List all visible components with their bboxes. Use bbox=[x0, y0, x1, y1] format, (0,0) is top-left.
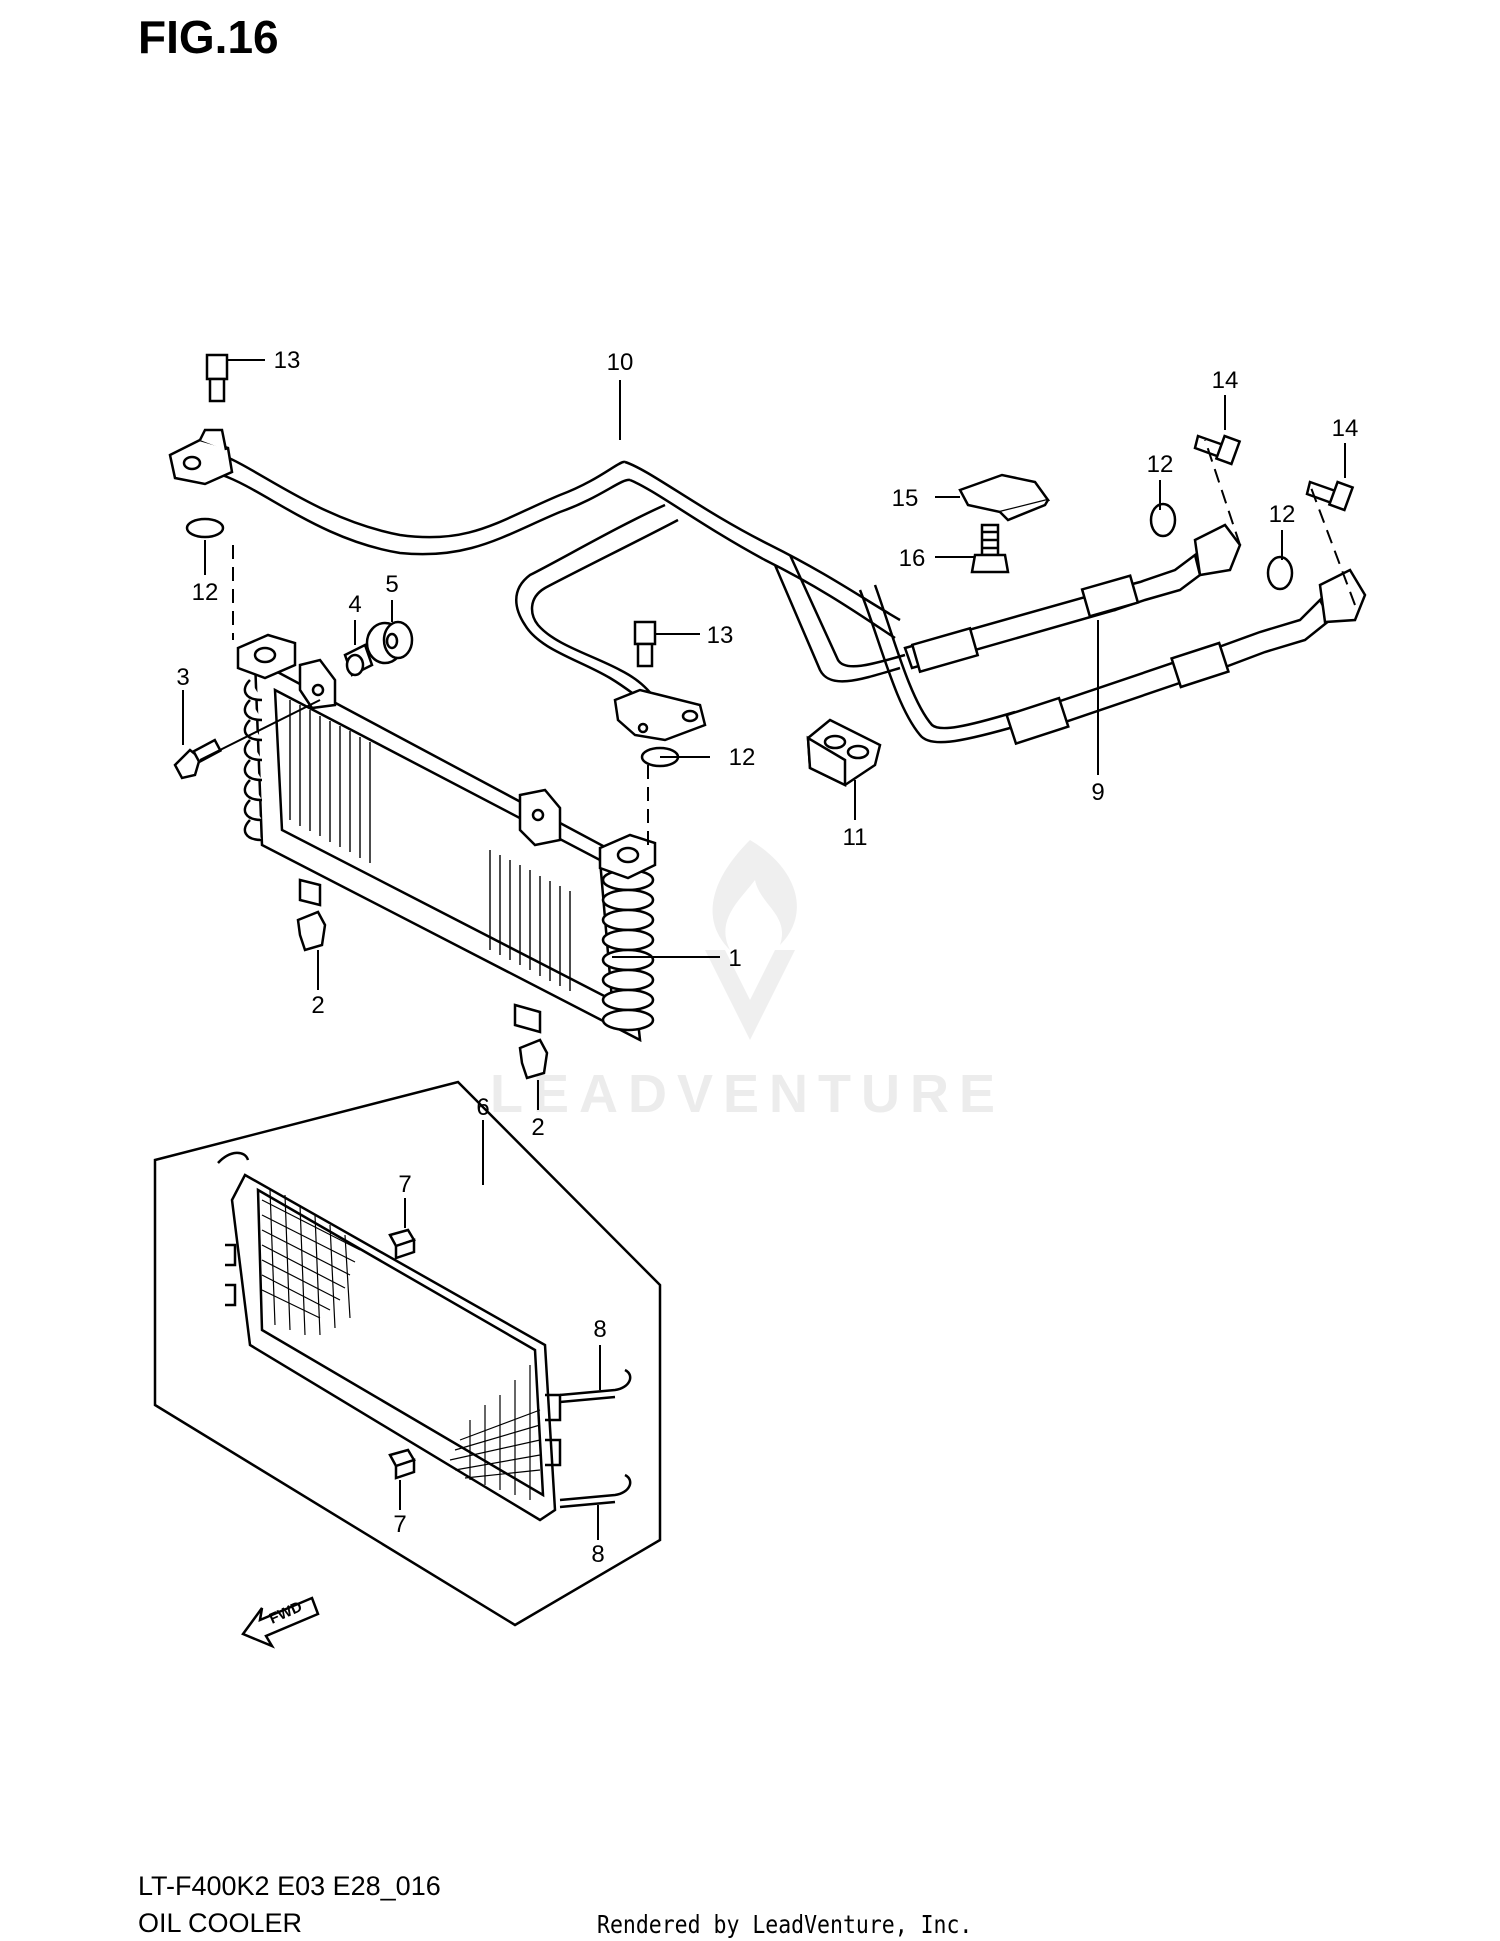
oil-cooler[interactable] bbox=[236, 633, 657, 1043]
oil-hose-assembly[interactable] bbox=[903, 523, 1367, 746]
callout-labels: 1 2 2 3 4 5 6 7 7 8 8 9 10 11 12 12 12 1… bbox=[176, 347, 1358, 1568]
guard-box-outline bbox=[153, 1080, 662, 1627]
pipe-fitting-right bbox=[613, 688, 707, 742]
spring-8-upper[interactable] bbox=[559, 1368, 632, 1404]
oil-pipe[interactable] bbox=[221, 453, 1016, 744]
callout-13a: 13 bbox=[274, 347, 301, 374]
fwd-arrow-icon: FWD bbox=[241, 1596, 320, 1649]
bolt-13-upper[interactable] bbox=[205, 353, 229, 403]
callout-2b: 2 bbox=[531, 1114, 544, 1141]
clip-2-right[interactable] bbox=[518, 1038, 549, 1080]
callout-6: 6 bbox=[476, 1094, 489, 1121]
figure-title: FIG.16 bbox=[138, 11, 279, 63]
rubber-mount[interactable] bbox=[806, 718, 882, 787]
hose-bracket[interactable] bbox=[958, 473, 1051, 522]
bolt-13-lower[interactable] bbox=[633, 620, 657, 668]
leader-lines bbox=[182, 359, 1356, 1540]
grommet-5[interactable] bbox=[365, 620, 414, 665]
callout-14a: 14 bbox=[1212, 367, 1239, 394]
callout-4: 4 bbox=[348, 591, 361, 618]
callout-5: 5 bbox=[385, 571, 398, 598]
callout-14b: 14 bbox=[1332, 415, 1359, 442]
callout-16: 16 bbox=[899, 545, 926, 572]
callout-3: 3 bbox=[176, 664, 189, 691]
clip-7-upper[interactable] bbox=[388, 1228, 416, 1260]
watermark-logo bbox=[705, 840, 797, 1040]
watermark-text: LEADVENTURE bbox=[490, 1064, 1006, 1124]
o-ring-left bbox=[185, 517, 225, 539]
o-ring-right-upper bbox=[1149, 502, 1177, 538]
credit-line: Rendered by LeadVenture, Inc. bbox=[597, 1910, 973, 1939]
callout-12a: 12 bbox=[192, 579, 219, 606]
callout-9: 9 bbox=[1091, 779, 1104, 806]
clip-7-lower[interactable] bbox=[388, 1448, 416, 1480]
o-ring-right-lower bbox=[1266, 555, 1294, 591]
callout-12c: 12 bbox=[1147, 451, 1174, 478]
cooler-guard[interactable] bbox=[217, 1151, 562, 1522]
callout-8a: 8 bbox=[593, 1316, 606, 1343]
collar-4[interactable] bbox=[343, 643, 374, 677]
bolt-16[interactable] bbox=[970, 523, 1010, 574]
section-name: OIL COOLER bbox=[138, 1908, 303, 1938]
clip-2-left[interactable] bbox=[296, 910, 327, 952]
callout-8b: 8 bbox=[591, 1541, 604, 1568]
callout-10: 10 bbox=[607, 349, 634, 376]
callout-1: 1 bbox=[728, 945, 741, 972]
callout-11: 11 bbox=[843, 824, 868, 851]
callout-7a: 7 bbox=[398, 1171, 411, 1198]
bolt-14-lower[interactable] bbox=[1305, 480, 1355, 512]
callout-15: 15 bbox=[892, 485, 919, 512]
callout-12d: 12 bbox=[1269, 501, 1296, 528]
guard-mesh bbox=[261, 1189, 541, 1500]
pipe-fitting-left bbox=[168, 428, 234, 486]
callout-12b: 12 bbox=[729, 744, 756, 771]
bolt-3[interactable] bbox=[173, 738, 223, 780]
bolt-14-upper[interactable] bbox=[1193, 434, 1242, 466]
callout-2a: 2 bbox=[311, 992, 324, 1019]
model-code: LT-F400K2 E03 E28_016 bbox=[138, 1871, 441, 1901]
callout-7b: 7 bbox=[393, 1511, 406, 1538]
spring-8-lower[interactable] bbox=[559, 1473, 632, 1509]
callout-13b: 13 bbox=[707, 622, 734, 649]
